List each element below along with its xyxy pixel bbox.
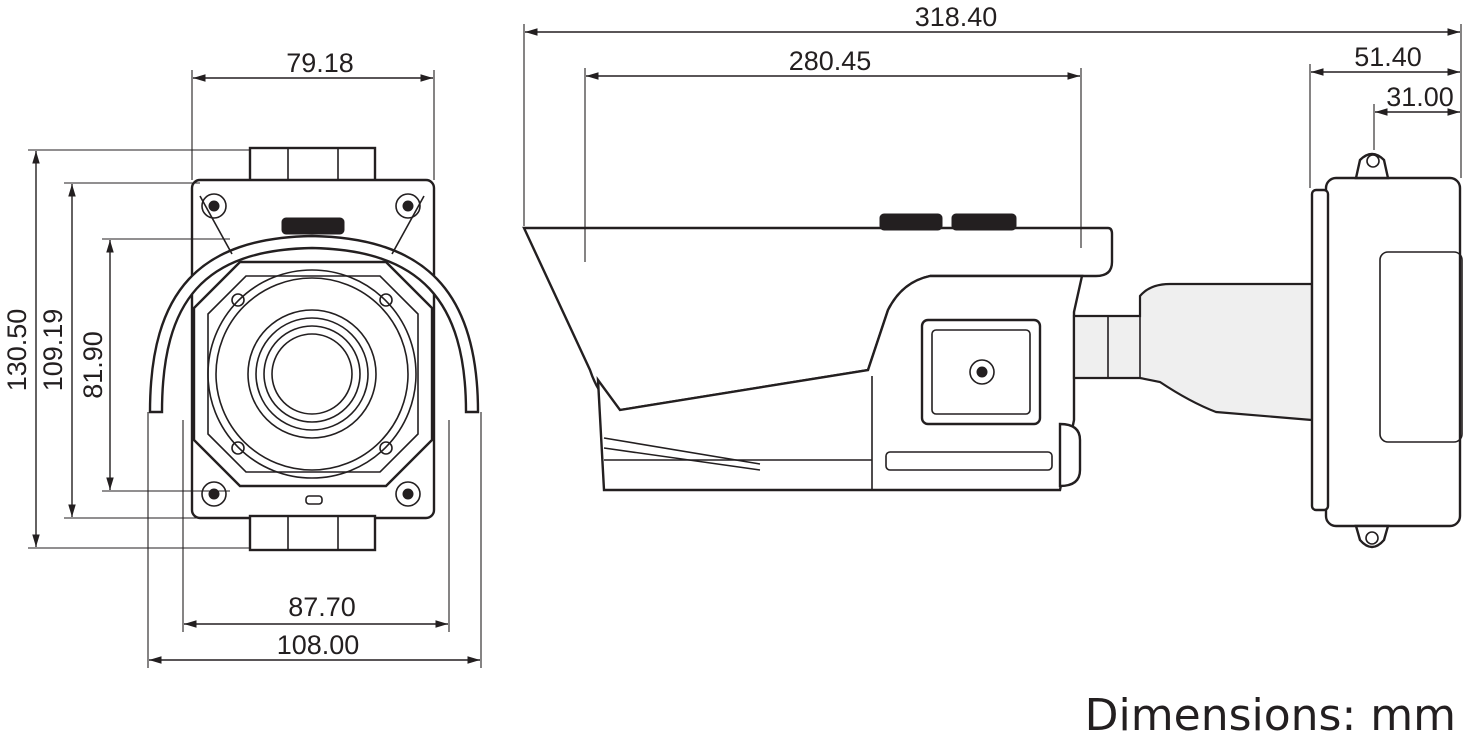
dim-side-mount-depth: 51.40 bbox=[1354, 42, 1422, 72]
front-dimension-lines bbox=[28, 70, 482, 668]
dim-side-hood-length: 280.45 bbox=[789, 46, 872, 76]
side-view bbox=[522, 152, 1463, 549]
dim-front-mid-height: 109.19 bbox=[38, 309, 68, 392]
front-adjust-knob bbox=[281, 217, 345, 235]
side-knob-left bbox=[879, 213, 943, 231]
dim-side-mount-inner-depth: 31.00 bbox=[1386, 82, 1454, 112]
side-knob-right bbox=[951, 213, 1017, 231]
units-label: Dimensions: mm bbox=[1085, 690, 1456, 741]
dim-front-bottom-outer-width: 108.00 bbox=[277, 630, 360, 660]
dim-front-total-height: 130.50 bbox=[2, 309, 32, 392]
front-screw-icons bbox=[201, 193, 421, 507]
side-screw-icon bbox=[969, 359, 995, 385]
front-lens-icon bbox=[247, 309, 377, 439]
side-wall-box bbox=[1324, 176, 1462, 528]
side-mount-arm bbox=[1072, 282, 1314, 422]
front-view bbox=[148, 146, 480, 552]
dim-side-total-length: 318.40 bbox=[915, 2, 998, 32]
side-dimension-lines bbox=[523, 24, 1462, 262]
dim-front-inner-height: 81.90 bbox=[78, 331, 108, 399]
front-sun-shield bbox=[148, 234, 480, 414]
front-housing bbox=[192, 260, 434, 488]
front-bottom-bracket bbox=[248, 514, 377, 552]
dim-front-bottom-inner-width: 87.70 bbox=[288, 592, 356, 622]
front-top-bracket bbox=[248, 146, 377, 186]
dim-front-top-width: 79.18 bbox=[286, 48, 354, 78]
